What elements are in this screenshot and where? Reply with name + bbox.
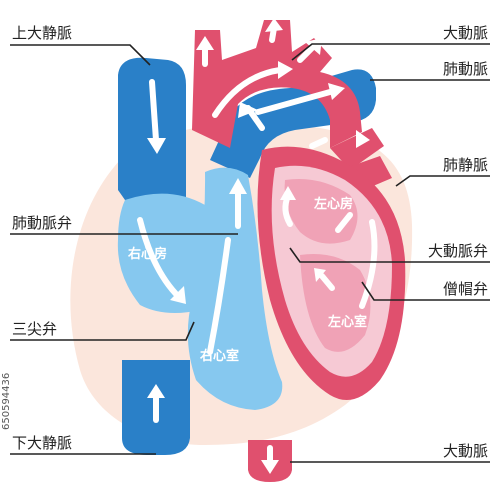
leader-pulmonary-vein xyxy=(395,175,490,187)
label-pulmonary-vein: 肺静脈 xyxy=(443,156,488,174)
label-aorta-bottom: 大動脈 xyxy=(443,442,488,460)
stock-id-text: 650594436 xyxy=(1,373,12,430)
pulmonary-vein-upper xyxy=(330,128,384,170)
leader-tricuspid-valve xyxy=(10,321,195,341)
right-ventricle-label: 右心室 xyxy=(199,348,239,364)
label-mitral-valve: 僧帽弁 xyxy=(443,280,488,298)
label-aorta-top: 大動脈 xyxy=(443,24,488,42)
leader-superior-vena-cava xyxy=(10,44,151,66)
label-tricuspid-valve: 三尖弁 xyxy=(12,320,57,338)
leader-aortic-valve xyxy=(289,247,490,263)
label-pulmonary-artery: 肺動脈 xyxy=(443,60,488,78)
label-pulmonary-valve: 肺動脈弁 xyxy=(12,214,72,232)
label-superior-vena-cava: 上大静脈 xyxy=(12,24,72,42)
superior-vena-cava xyxy=(118,57,186,210)
leader-mitral-valve xyxy=(361,281,490,301)
leader-aorta-top xyxy=(291,43,490,61)
label-inferior-vena-cava: 下大静脈 xyxy=(12,434,72,452)
label-aortic-valve: 大動脈弁 xyxy=(428,242,488,260)
left-atrium-label: 左心房 xyxy=(314,196,353,212)
left-ventricle-label: 左心室 xyxy=(328,314,367,330)
right-atrium-label: 右心房 xyxy=(127,246,167,262)
